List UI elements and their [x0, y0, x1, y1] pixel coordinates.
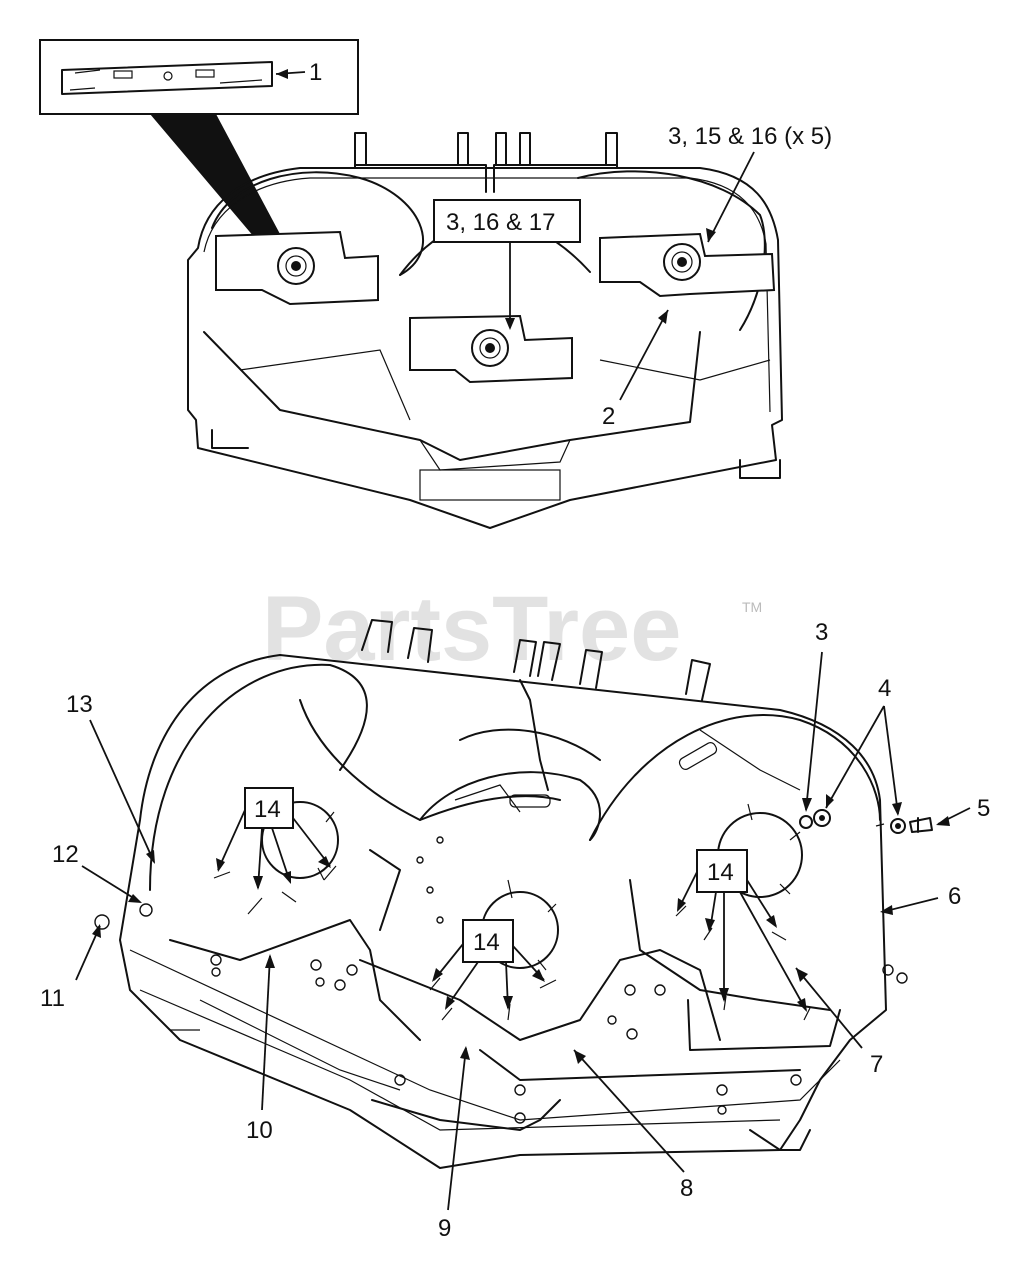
right-hardware — [799, 809, 933, 834]
callout-center-spindle: 3, 16 & 17 — [433, 199, 581, 330]
callout-3-15-16: 3, 15 & 16 (x 5) — [668, 123, 832, 150]
callout-3: 3 — [815, 619, 828, 646]
callout-7: 7 — [870, 1051, 883, 1078]
bottom-brackets — [361, 619, 711, 701]
top-deck-view: 1 — [39, 39, 832, 529]
callout-14-left-group: 14 — [216, 787, 331, 890]
callout-14-right: 14 — [707, 859, 734, 886]
callout-8: 8 — [680, 1175, 693, 1202]
callout-1: 1 — [309, 59, 322, 86]
watermark-trademark: TM — [742, 599, 762, 615]
callout-3-16-17: 3, 16 & 17 — [446, 209, 555, 236]
callout-11: 11 — [40, 985, 65, 1012]
callout-deck-2: 2 — [602, 309, 669, 430]
callout-14-left: 14 — [254, 796, 281, 823]
bottom-deck-view: 3 4 5 6 7 8 9 10 11 12 13 — [40, 619, 990, 1242]
callout-5: 5 — [977, 795, 990, 822]
bolts — [213, 865, 811, 1021]
callout-4: 4 — [878, 675, 891, 702]
bottom-deck-shell — [119, 654, 887, 1169]
inset-pointer — [150, 114, 296, 270]
callout-12: 12 — [52, 841, 79, 868]
watermark-text: PartsTree — [262, 578, 681, 680]
callout-right-spindle: 3, 15 & 16 (x 5) — [668, 123, 832, 243]
callout-2: 2 — [602, 403, 615, 430]
callout-13: 13 — [66, 691, 93, 718]
fasteners — [94, 836, 908, 1124]
callout-9: 9 — [438, 1215, 451, 1242]
top-brackets — [354, 132, 618, 193]
callout-10: 10 — [246, 1117, 273, 1144]
callout-14-center: 14 — [473, 929, 500, 956]
watermark: PartsTree TM — [262, 578, 762, 680]
callout-6: 6 — [948, 883, 961, 910]
blade-inset: 1 — [39, 39, 359, 270]
callout-14-right-group: 14 — [677, 849, 807, 1012]
callout-14-center-group: 14 — [432, 919, 545, 1010]
